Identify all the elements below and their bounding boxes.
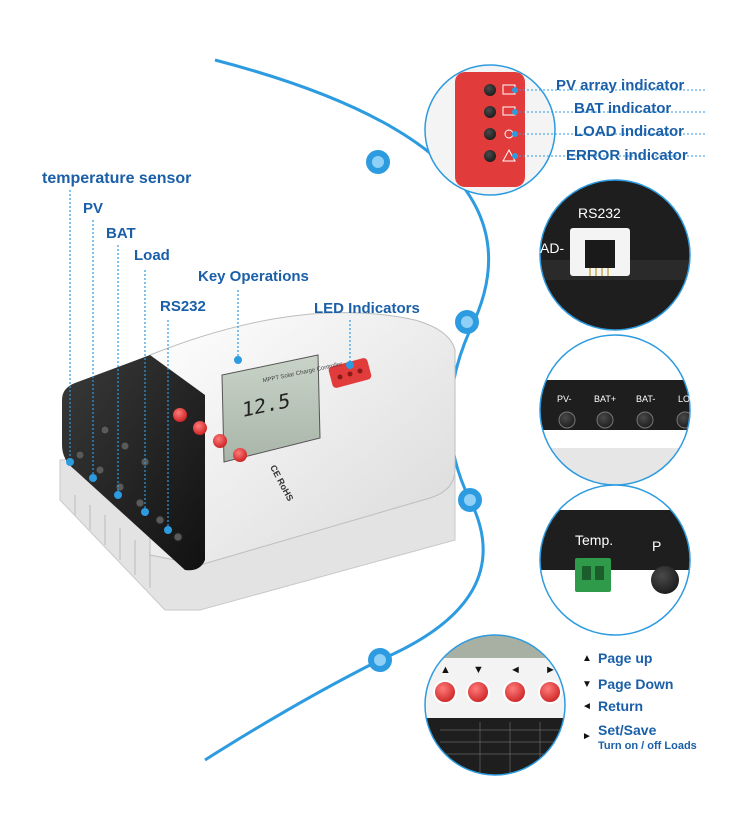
terminal-label-bat-minus: BAT- [636, 394, 656, 404]
charge-controller-device [59, 312, 456, 611]
rs232-callout [540, 180, 690, 330]
terminal-label-bat-plus: BAT+ [594, 394, 617, 404]
legend-page-down: Page Down [598, 676, 674, 692]
led-callout [425, 65, 555, 195]
legend-set-save: Set/Save [598, 722, 657, 738]
label-key-operations: Key Operations [198, 268, 309, 285]
label-pv: PV [83, 200, 104, 217]
legend-page-up: Page up [598, 650, 653, 666]
legend-set-save-sub: Turn on / off Loads [598, 740, 697, 752]
leader-lines [69, 190, 351, 530]
label-pv-array-indicator: PV array indicator [556, 77, 685, 94]
terminal-callout [540, 335, 690, 485]
device-keys [173, 408, 247, 462]
key-arrow-up: ▲ [440, 664, 451, 676]
leader-dots [66, 356, 354, 534]
right-arrow-icon: ► [582, 731, 592, 742]
legend-return: Return [598, 698, 644, 714]
terminal-label-load: LO [678, 394, 691, 404]
label-bat-indicator: BAT indicator [574, 100, 672, 117]
temp-edge-text: P [652, 538, 662, 554]
key-arrow-left: ◄ [510, 664, 521, 676]
rs232-edge-text: AD- [540, 240, 565, 256]
temp-port-label: Temp. [575, 532, 614, 548]
keys-callout [425, 635, 565, 775]
rs232-port-label: RS232 [578, 205, 621, 221]
left-arrow-icon: ◄ [582, 701, 592, 712]
label-led-indicators: LED Indicators [314, 300, 420, 317]
arc-nodes [366, 150, 482, 672]
key-arrow-right: ► [545, 664, 556, 676]
label-load-indicator: LOAD indicator [574, 123, 685, 140]
temp-callout [540, 485, 690, 635]
terminal-label-pv-minus: PV- [557, 394, 572, 404]
label-temperature-sensor: temperature sensor [42, 170, 192, 187]
label-load: Load [134, 247, 170, 264]
down-arrow-icon: ▼ [582, 679, 592, 690]
label-error-indicator: ERROR indicator [566, 147, 688, 164]
key-arrow-down: ▼ [473, 664, 484, 676]
label-rs232: RS232 [160, 298, 206, 315]
up-arrow-icon: ▲ [582, 653, 592, 664]
label-bat: BAT [106, 225, 136, 242]
